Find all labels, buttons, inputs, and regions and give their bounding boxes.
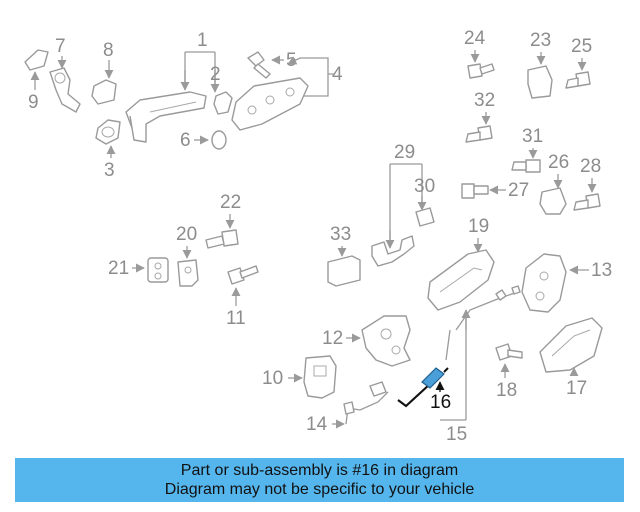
- part-2-clip: [213, 91, 233, 115]
- callout-23: 23: [530, 30, 551, 51]
- callout-30: 30: [414, 176, 435, 197]
- part-4-handle-frame: [231, 77, 309, 131]
- part-28-bolt: [573, 193, 601, 211]
- part-30-clip: [415, 207, 435, 227]
- callout-3: 3: [104, 160, 115, 181]
- callout-26: 26: [548, 152, 569, 173]
- callout-20: 20: [176, 224, 197, 245]
- callout-9: 9: [28, 92, 39, 113]
- part-26-bracket: [539, 187, 567, 215]
- callout-6: 6: [180, 130, 191, 151]
- banner-line-1: Part or sub-assembly is #16 in diagram: [180, 462, 459, 479]
- callout-13: 13: [591, 260, 612, 281]
- part-20-striker: [177, 259, 199, 287]
- callout-17: 17: [566, 378, 587, 399]
- part-33-block: [327, 255, 361, 287]
- callout-31: 31: [522, 126, 543, 147]
- callout-2: 2: [210, 64, 221, 85]
- callout-19: 19: [468, 216, 489, 237]
- part-19-inside-handle: [427, 249, 495, 311]
- part-5-screw: [247, 51, 271, 79]
- callout-7: 7: [55, 36, 66, 57]
- part-32-bolt: [465, 125, 493, 143]
- callout-11: 11: [226, 308, 246, 329]
- callout-27: 27: [508, 180, 529, 201]
- part-31-bolt: [511, 159, 541, 173]
- part-9-cap: [24, 49, 49, 71]
- callout-1: 1: [197, 30, 208, 51]
- banner-line-2: Diagram may not be specific to your vehi…: [164, 481, 475, 498]
- callout-14: 14: [306, 414, 328, 435]
- part-3-bezel: [95, 119, 121, 145]
- part-1-outside-handle: [125, 91, 207, 143]
- part-12-latch: [361, 315, 411, 367]
- callout-21: 21: [108, 258, 129, 279]
- parts-diagram: 9 7 8 3 1 2 6 5 4: [24, 28, 612, 445]
- callout-32: 32: [474, 90, 495, 111]
- callout-12: 12: [322, 328, 343, 349]
- callout-29: 29: [394, 142, 415, 163]
- callout-25: 25: [571, 36, 592, 57]
- part-10-lock-unit: [303, 355, 337, 399]
- callout-22: 22: [220, 192, 241, 213]
- part-22-bolt: [205, 229, 239, 249]
- part-14-cable: [343, 381, 389, 425]
- callout-8: 8: [103, 40, 114, 61]
- part-23-bracket: [527, 65, 553, 99]
- part-13-actuator: [521, 253, 567, 313]
- callout-10: 10: [262, 368, 283, 389]
- callout-33: 33: [330, 224, 351, 245]
- callout-15: 15: [446, 424, 467, 445]
- part-11-screw: [227, 265, 259, 285]
- part-25-bolt: [565, 71, 591, 89]
- part-8-bracket: [91, 79, 117, 105]
- part-6-grommet: [211, 130, 227, 150]
- callout-4: 4: [332, 64, 343, 85]
- part-7-key-cylinder: [49, 67, 81, 113]
- callout-16: 16: [430, 392, 451, 413]
- part-17-handle-cover: [539, 317, 603, 373]
- callout-18: 18: [496, 380, 517, 401]
- part-24-bolt: [467, 63, 495, 79]
- part-27-bolt: [461, 183, 489, 199]
- callout-24: 24: [464, 28, 486, 49]
- part-21-plate: [147, 257, 169, 283]
- part-18-bolt: [495, 343, 523, 361]
- info-banner: Part or sub-assembly is #16 in diagram D…: [15, 458, 624, 502]
- part-16-rod-highlighted: [397, 367, 449, 408]
- callout-28: 28: [580, 156, 601, 177]
- part-29-rod: [371, 235, 415, 267]
